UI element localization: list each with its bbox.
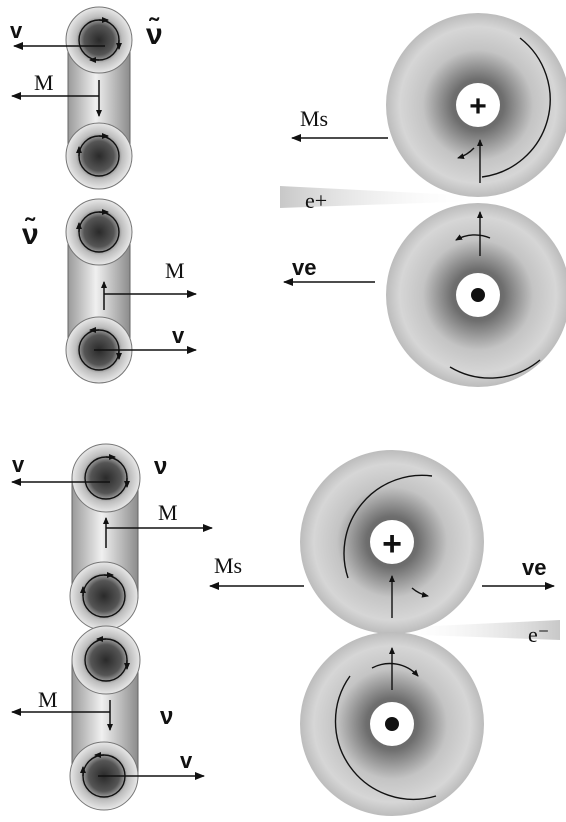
top-right-pair: + Ms e+ ve [280,13,566,387]
neutrino-label: ν [154,453,167,480]
large-disc [386,13,566,197]
electron-beam [392,620,560,640]
proton-plus-icon: + [382,525,402,563]
small-disc [71,443,141,513]
rotation-arrow-icon [76,17,122,360]
large-disc [386,203,566,387]
spin-momentum-label: Ms [214,553,242,578]
small-disc [65,122,133,190]
positron-beam [280,186,480,208]
antineutrino-label: ν̃ [22,217,39,251]
large-disc [300,450,484,634]
antineutrino-label: ν̃ [146,17,163,51]
large-disc [300,632,484,816]
bottom-left-stack: v ν M M ν v [11,443,213,811]
small-disc [71,625,141,695]
momentum-label: M [34,70,54,95]
velocity-label: v [180,748,193,773]
positron-label: e+ [305,188,327,213]
velocity-label: v [172,323,185,348]
proton-plus-icon: + [469,90,487,123]
rotation-arrow-icon [80,454,130,776]
momentum-label: M [38,687,58,712]
velocity-label: v [10,18,23,43]
core-dot-icon [471,288,485,302]
momentum-label: M [158,500,178,525]
small-disc [69,561,139,631]
neutrino-label: ν [160,703,173,730]
spin-momentum-label: Ms [300,106,328,131]
top-left-stack: v ν̃ M ν̃ M v [10,6,197,384]
core-dot-icon [385,717,399,731]
bottom-right-pair: + Ms ve e⁻ [209,450,560,816]
electron-velocity-label: ve [292,255,316,280]
small-disc [65,198,133,266]
small-disc [65,6,133,74]
velocity-label: v [12,452,25,477]
electron-label: e⁻ [528,622,549,647]
electron-velocity-label: ve [522,555,546,580]
momentum-label: M [165,258,185,283]
